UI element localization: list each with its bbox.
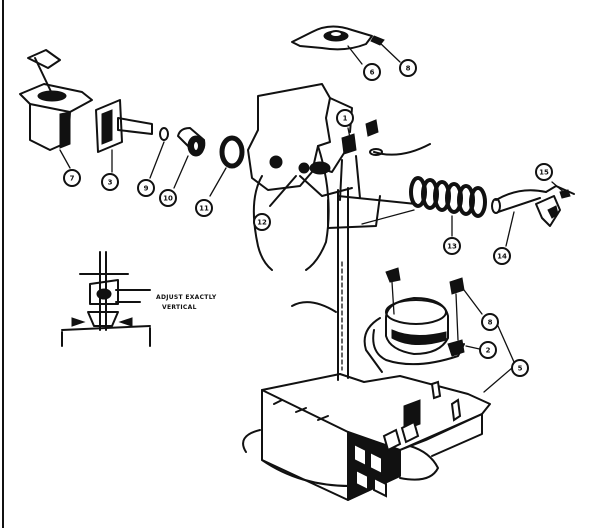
svg-text:9: 9 [144,185,149,193]
svg-text:5: 5 [518,365,523,373]
callout-2: 2 [479,341,497,359]
inset-note-line-1: ADJUST EXACTLY [156,294,217,301]
top-screws [341,119,379,155]
svg-text:1: 1 [343,115,348,123]
callout-8b: 8 [481,313,499,331]
svg-text:10: 10 [163,195,173,203]
vertical-adjust-inset [61,251,151,347]
callout-6: 6 [363,63,381,81]
svg-text:8: 8 [406,65,411,73]
inset-note-line-2: VERTICAL [162,304,197,311]
motor-unit [291,267,485,373]
callout-5-leaders [483,325,515,393]
callout-15: 15 [535,163,553,181]
callout-3: 3 [101,173,119,191]
svg-text:2: 2 [486,347,491,355]
svg-text:14: 14 [497,253,507,261]
top-gear-plate [291,25,401,65]
callout-1: 1 [336,109,354,127]
small-washer [149,127,169,179]
switch-base-box [242,373,491,501]
svg-text:6: 6 [370,69,375,77]
callout-7: 7 [63,169,81,187]
svg-text:8: 8 [488,319,493,327]
o-ring [209,135,245,197]
svg-text:12: 12 [257,219,267,227]
bushing [173,127,206,189]
callout-8a: 8 [399,59,417,77]
svg-text:7: 7 [70,175,75,183]
handle-arm [491,181,575,247]
callout-13: 13 [443,237,461,255]
svg-text:11: 11 [199,205,209,213]
callout-9: 9 [137,179,155,197]
left-bracket-assembly [19,49,93,169]
coil-spring [409,176,487,237]
callout-14: 14 [493,247,511,265]
center-shaft [337,187,349,381]
svg-text:13: 13 [447,243,457,251]
callout-11: 11 [195,199,213,217]
mounting-frame [247,83,431,271]
callout-10: 10 [159,189,177,207]
shaft-plate-part [95,99,153,173]
callout-12a: 12 [253,213,271,231]
svg-text:15: 15 [539,169,549,177]
svg-text:3: 3 [108,179,113,187]
